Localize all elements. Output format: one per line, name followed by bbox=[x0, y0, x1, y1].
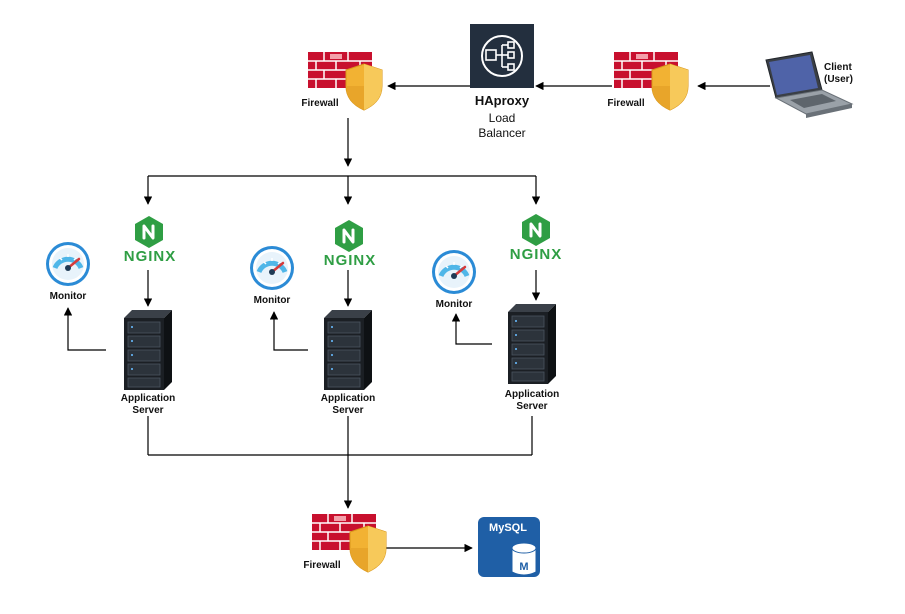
haproxy-subtitle-line1: Load bbox=[488, 111, 516, 125]
firewall-label: Firewall bbox=[301, 98, 339, 109]
app-server-label-line2: Server bbox=[516, 401, 548, 412]
connectors bbox=[63, 81, 770, 553]
nginx-label: NGINX bbox=[323, 252, 377, 269]
monitor-label: Monitor bbox=[253, 295, 291, 306]
server-rack-icon bbox=[507, 303, 557, 385]
edge-server-2-to-monitor bbox=[269, 311, 308, 351]
firewall-label: Firewall bbox=[303, 560, 341, 571]
nginx-icon bbox=[333, 218, 365, 254]
haproxy-title: HAproxy bbox=[474, 93, 530, 108]
nginx-icon bbox=[133, 214, 165, 250]
database-icon: M bbox=[478, 517, 540, 577]
laptop-icon bbox=[765, 51, 854, 118]
monitor-label: Monitor bbox=[435, 299, 473, 310]
mysql-label: MySQL bbox=[489, 522, 527, 534]
server-rack-icon bbox=[323, 309, 373, 391]
nginx-icon bbox=[520, 212, 552, 248]
edge-server-1-to-monitor bbox=[63, 307, 106, 351]
nginx-label: NGINX bbox=[123, 248, 177, 265]
firewall-label: Firewall bbox=[607, 98, 645, 109]
gauge-icon bbox=[250, 246, 294, 290]
haproxy-subtitle-line2: Balancer bbox=[478, 126, 526, 140]
edge-server-3-to-monitor bbox=[451, 313, 492, 345]
client-label-line1: Client bbox=[824, 62, 852, 73]
server-rack-icon bbox=[123, 309, 173, 391]
gauge-icon bbox=[432, 250, 476, 294]
app-server-label-line2: Server bbox=[132, 405, 164, 416]
app-server-label-line2: Server bbox=[332, 405, 364, 416]
haproxy-node bbox=[470, 24, 534, 88]
app-server-label-line1: Application bbox=[320, 393, 376, 404]
app-server-label-line1: Application bbox=[504, 389, 560, 400]
svg-text:M: M bbox=[519, 561, 528, 573]
monitor-label: Monitor bbox=[49, 291, 87, 302]
nginx-label: NGINX bbox=[509, 246, 563, 263]
gauge-icon bbox=[46, 242, 90, 286]
client-label-line2: (User) bbox=[824, 74, 853, 85]
app-server-label-line1: Application bbox=[120, 393, 176, 404]
